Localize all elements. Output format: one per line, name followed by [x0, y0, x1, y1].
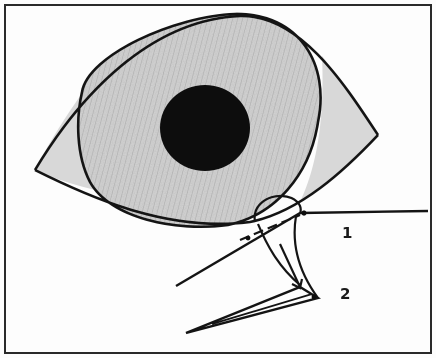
point-1-dot [301, 210, 306, 215]
label-2: 2 [340, 285, 350, 303]
point-left-dot [246, 236, 251, 241]
point-2-dot [312, 295, 317, 300]
pupil [160, 85, 250, 171]
label-1: 1 [342, 224, 352, 242]
